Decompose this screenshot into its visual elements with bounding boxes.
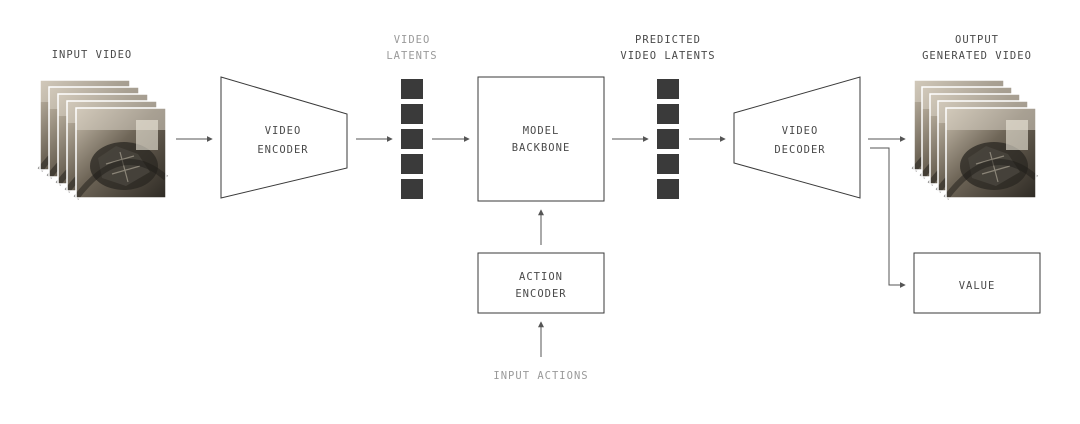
latent-cell — [401, 154, 423, 174]
latent-cell — [657, 129, 679, 149]
video-decoder-label-line2: DECODER — [774, 144, 825, 156]
latent-cell — [657, 104, 679, 124]
latent-cell — [401, 179, 423, 199]
predicted-latents-column — [657, 79, 679, 199]
video-latents-column — [401, 79, 423, 199]
value-label: VALUE — [959, 280, 996, 292]
output-label-line2: GENERATED VIDEO — [922, 50, 1032, 62]
video-latents-label-line2: LATENTS — [386, 50, 437, 62]
model-backbone-label-line1: MODEL — [523, 125, 560, 137]
predicted-latents-label-line2: VIDEO LATENTS — [620, 50, 715, 62]
action-encoder-label-line2: ENCODER — [515, 288, 566, 300]
video-encoder-label-line1: VIDEO — [265, 125, 302, 137]
latent-cell — [401, 79, 423, 99]
predicted-latents-label-line1: PREDICTED — [635, 34, 701, 46]
latent-cell — [657, 179, 679, 199]
latent-cell — [657, 79, 679, 99]
action-encoder-label-line1: ACTION — [519, 271, 563, 283]
video-latents-label-line1: VIDEO — [394, 34, 431, 46]
input-actions-label: INPUT ACTIONS — [493, 370, 588, 382]
model-backbone-block — [477, 76, 605, 202]
video-encoder-label-line2: ENCODER — [257, 144, 308, 156]
arrow-decoder-to-value — [870, 147, 906, 288]
latent-cell — [401, 129, 423, 149]
video-decoder-label-line1: VIDEO — [782, 125, 819, 137]
input-video-label: INPUT VIDEO — [52, 49, 133, 61]
output-video-stack — [914, 80, 1036, 198]
model-backbone-label-line2: BACKBONE — [512, 142, 571, 154]
input-video-frame — [76, 108, 166, 198]
action-encoder-block — [477, 252, 605, 314]
input-video-stack — [40, 80, 166, 198]
video-encoder-block — [220, 76, 348, 199]
video-decoder-block — [733, 76, 861, 199]
latent-cell — [657, 154, 679, 174]
output-video-frame — [946, 108, 1036, 198]
output-label-line1: OUTPUT — [955, 34, 999, 46]
value-block — [913, 252, 1041, 314]
latent-cell — [401, 104, 423, 124]
